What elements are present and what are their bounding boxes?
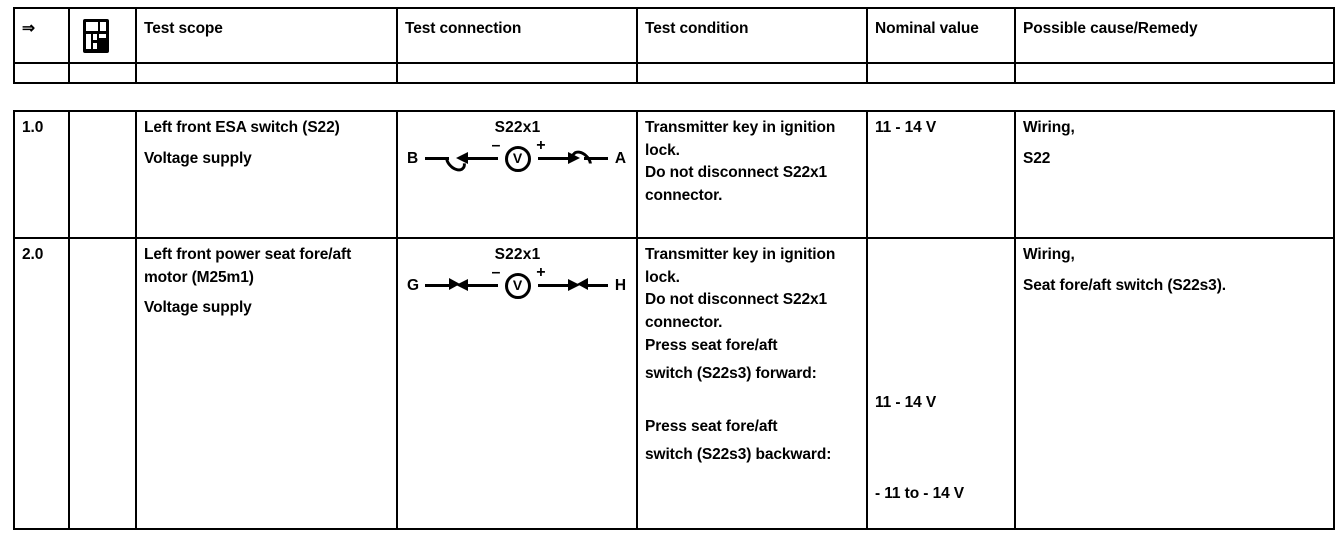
right-arrow-head-icon	[567, 151, 580, 164]
meter-minus-sign: –	[491, 263, 501, 281]
remedy-line: S22	[1023, 149, 1051, 167]
header-test-connection: Test connection	[396, 7, 638, 64]
condition-line: lock.	[645, 141, 680, 159]
double-arrow-icon: ⇒	[22, 20, 35, 37]
voltmeter-symbol: – V +	[454, 264, 582, 303]
connector-label: S22x1	[494, 246, 541, 263]
remedy-line: Wiring,	[1023, 246, 1075, 263]
right-terminal-label: H	[614, 276, 626, 294]
voltmeter-symbol: – V +	[454, 137, 582, 176]
table-row: 2.0 Left front power seat fore/aft motor…	[13, 237, 1335, 530]
condition-line: connector.	[645, 186, 723, 204]
header-tool-cell	[68, 7, 137, 64]
right-lead-line	[584, 156, 608, 160]
header-possible-cause-remedy: Possible cause/Remedy	[1014, 7, 1335, 64]
nominal-value-text: 11 - 14 V	[875, 394, 937, 411]
column-header-table: ⇒ Test scope Test connection Test condit…	[13, 7, 1335, 84]
meter-left-wire	[467, 283, 498, 287]
row-test-condition: Transmitter key in ignition lock. Do not…	[636, 237, 868, 530]
test-scope-subject: Voltage supply	[144, 149, 252, 167]
test-scope-subject: Voltage supply	[144, 299, 252, 317]
nominal-value-text: 11 - 14 V	[875, 119, 937, 136]
condition-line: Do not disconnect S22x1	[645, 164, 828, 182]
header-blank-nominal	[866, 62, 1016, 84]
connection-schematic: G – V +	[405, 264, 630, 303]
condition-line: Do not disconnect S22x1	[645, 291, 828, 309]
connection-diagram: S22x1 B – V +	[405, 117, 630, 177]
left-terminal-label: B	[407, 149, 419, 167]
row-step-number: 2.0	[13, 237, 70, 530]
header-row: ⇒ Test scope Test connection Test condit…	[13, 7, 1335, 64]
meter-right-wire	[537, 156, 568, 160]
connector-label: S22x1	[494, 119, 541, 136]
header-test-condition: Test condition	[636, 7, 868, 64]
remedy-line: Wiring,	[1023, 119, 1075, 136]
table-row: 1.0 Left front ESA switch (S22) Voltage …	[13, 110, 1335, 239]
left-terminal-label: G	[407, 276, 419, 294]
condition-line: Transmitter key in ignition	[645, 119, 836, 136]
remedy-line: Seat fore/aft switch (S22s3).	[1023, 276, 1226, 294]
meter-plus-sign: +	[536, 263, 546, 281]
condition-line: switch (S22s3) forward:	[645, 365, 817, 383]
meter-dial-icon: V	[504, 145, 531, 172]
condition-line: switch (S22s3) backward:	[645, 446, 832, 464]
nominal-value-text: - 11 to - 14 V	[875, 484, 965, 502]
row-tool-cell	[68, 110, 137, 239]
header-test-scope: Test scope	[135, 7, 398, 64]
right-arrow-head-icon	[567, 278, 580, 291]
header-blank-step	[13, 62, 70, 84]
meter-dial-icon: V	[504, 272, 531, 299]
condition-line: lock.	[645, 268, 680, 286]
right-terminal-label: A	[614, 149, 626, 167]
row-test-connection: S22x1 G – V +	[396, 237, 638, 530]
connection-schematic: B – V +	[405, 137, 630, 176]
row-test-connection: S22x1 B – V +	[396, 110, 638, 239]
header-blank-scope	[135, 62, 398, 84]
right-lead-line	[584, 283, 608, 287]
header-blank-tool	[68, 62, 137, 84]
test-scope-line: motor (M25m1)	[144, 268, 254, 286]
header-blank-condition	[636, 62, 868, 84]
row-nominal-value: 11 - 14 V - 11 to - 14 V	[866, 237, 1016, 530]
condition-line: Press seat fore/aft	[645, 417, 778, 435]
header-blank-remedy	[1014, 62, 1335, 84]
connection-diagram: S22x1 G – V +	[405, 244, 630, 304]
condition-spacer	[645, 386, 860, 416]
condition-line: Press seat fore/aft	[645, 336, 778, 354]
header-step-arrow-cell: ⇒	[13, 7, 70, 64]
row-tool-cell	[68, 237, 137, 530]
meter-minus-sign: –	[491, 136, 501, 154]
left-lead-line	[425, 283, 449, 287]
row-nominal-value: 11 - 14 V	[866, 110, 1016, 239]
right-probe-arrow-icon	[577, 277, 588, 290]
meter-plus-sign: +	[536, 136, 546, 154]
condition-line: Transmitter key in ignition	[645, 246, 836, 263]
header-nominal-value: Nominal value	[866, 7, 1016, 64]
row-possible-cause-remedy: Wiring, Seat fore/aft switch (S22s3).	[1014, 237, 1335, 530]
test-steps-table: 1.0 Left front ESA switch (S22) Voltage …	[13, 110, 1335, 530]
row-test-scope: Left front ESA switch (S22) Voltage supp…	[135, 110, 398, 239]
row-possible-cause-remedy: Wiring, S22	[1014, 110, 1335, 239]
left-probe-arrow-icon	[449, 277, 460, 290]
left-lead-line	[425, 156, 449, 160]
meter-right-wire	[537, 283, 568, 287]
left-arrow-head-icon	[455, 151, 468, 164]
row-step-number: 1.0	[13, 110, 70, 239]
left-arrow-head-icon	[455, 278, 468, 291]
test-scope-line: Left front power seat fore/aft	[144, 246, 352, 263]
multimeter-icon	[83, 19, 109, 53]
row-test-scope: Left front power seat fore/aft motor (M2…	[135, 237, 398, 530]
meter-left-wire	[467, 156, 498, 160]
row-test-condition: Transmitter key in ignition lock. Do not…	[636, 110, 868, 239]
header-blank-connection	[396, 62, 638, 84]
condition-line: connector.	[645, 313, 723, 331]
test-scope-line: Left front ESA switch (S22)	[144, 119, 340, 136]
header-subrow-blank	[13, 62, 1335, 84]
